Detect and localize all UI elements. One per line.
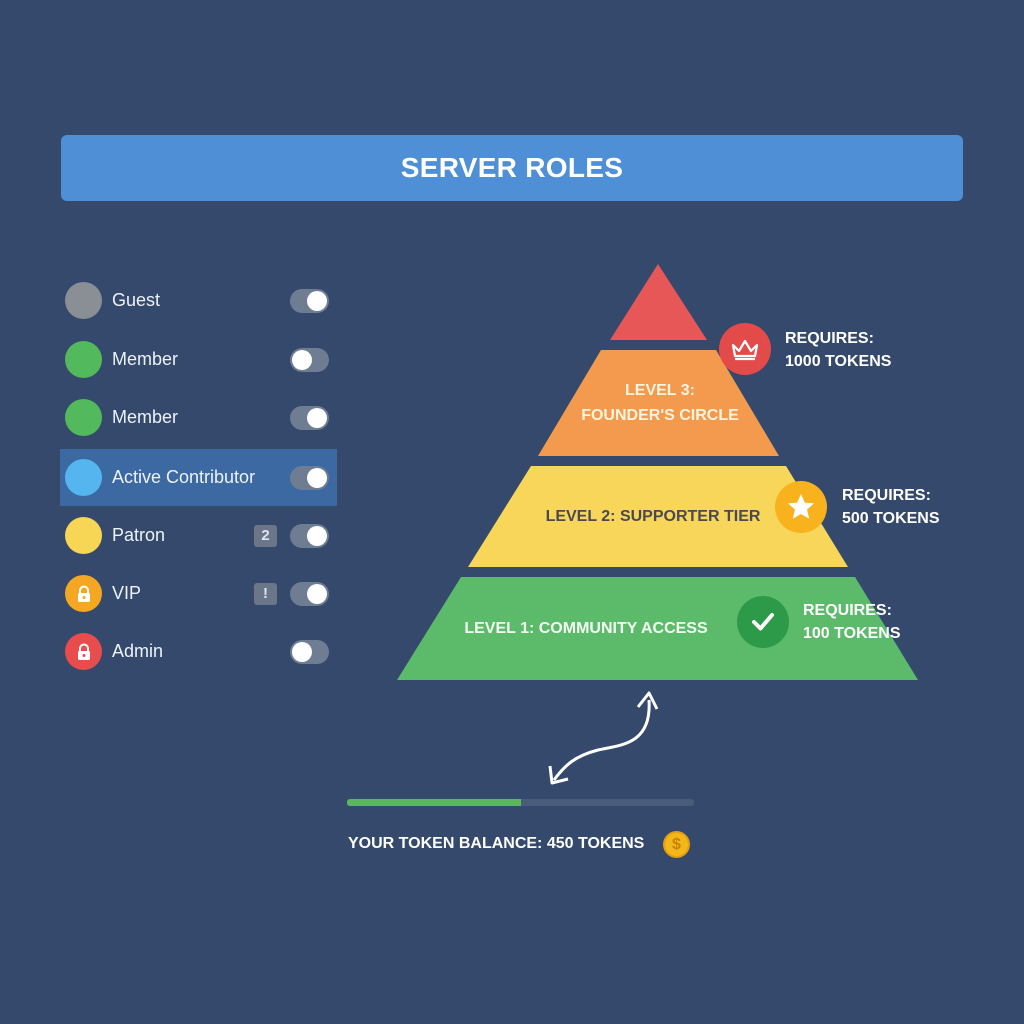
role-row-patron[interactable]: Patron 2 (60, 507, 337, 564)
toggle-knob (292, 350, 312, 370)
tier-3-requirement: REQUIRES: 1000 TOKENS (785, 327, 891, 373)
role-toggle[interactable] (290, 466, 329, 490)
arrowhead-down-icon (548, 765, 569, 785)
role-color-dot (65, 282, 102, 319)
pyramid-tier-3[interactable] (538, 350, 779, 456)
role-color-dot (65, 341, 102, 378)
role-toggle[interactable] (290, 289, 329, 313)
token-progress-fill (347, 799, 521, 806)
role-label: VIP (112, 583, 142, 603)
tier-3-label-line1: LEVEL 3: (625, 382, 695, 399)
token-progress-bar (347, 799, 694, 806)
header-bar: SERVER ROLES (61, 135, 963, 201)
page-title: SERVER ROLES (400, 152, 624, 183)
check-icon (752, 613, 774, 631)
role-row-member[interactable]: Member (60, 331, 337, 388)
toggle-knob (307, 291, 327, 311)
toggle-knob (307, 526, 327, 546)
star-icon (788, 494, 814, 519)
role-label: Active Contributor (112, 467, 256, 487)
requires-label: REQUIRES: (803, 602, 892, 619)
requires-label: REQUIRES: (785, 330, 874, 347)
arrowhead-up-icon (636, 691, 659, 710)
token-amount: 1000 TOKENS (785, 353, 892, 370)
coin-icon: $ (663, 831, 690, 858)
role-row-member-2[interactable]: Member (60, 389, 337, 446)
crown-icon (731, 339, 759, 361)
pyramid-tier-2[interactable] (468, 466, 848, 567)
role-toggle[interactable] (290, 524, 329, 548)
tier-1-requirement: REQUIRES: 100 TOKENS (803, 599, 901, 645)
toggle-knob (307, 468, 327, 488)
token-balance-text: YOUR TOKEN BALANCE: 450 TOKENS (348, 835, 645, 852)
role-toggle[interactable] (290, 406, 329, 430)
role-label: Admin (112, 641, 164, 661)
role-label: Member (112, 349, 179, 369)
role-row-guest[interactable]: Guest (60, 272, 337, 329)
crown-badge (719, 323, 771, 375)
role-row-vip[interactable]: VIP ! (60, 565, 337, 622)
role-row-active-contributor[interactable]: Active Contributor (60, 449, 337, 506)
role-color-dot (65, 633, 102, 670)
tier-1-label: LEVEL 1: COMMUNITY ACCESS (464, 620, 708, 637)
pyramid-tier-1[interactable] (397, 577, 918, 680)
toggle-knob (292, 642, 312, 662)
role-label: Patron (112, 525, 166, 545)
tier-3-label: LEVEL 3: FOUNDER'S CIRCLE (560, 378, 760, 428)
toggle-knob (307, 408, 327, 428)
role-label: Member (112, 407, 179, 427)
role-row-admin[interactable]: Admin (60, 623, 337, 680)
role-warning-badge: ! (254, 583, 277, 605)
lock-icon (77, 585, 90, 602)
role-list: Guest Member Member Active Contributor P… (0, 0, 340, 700)
tier-2-requirement: REQUIRES: 500 TOKENS (842, 484, 940, 530)
role-color-dot (65, 399, 102, 436)
token-amount: 100 TOKENS (803, 625, 901, 642)
role-count-badge: 2 (254, 525, 277, 547)
role-toggle[interactable] (290, 582, 329, 606)
role-toggle[interactable] (290, 348, 329, 372)
role-color-dot (65, 517, 102, 554)
pyramid-apex (610, 264, 707, 340)
star-badge (775, 481, 827, 533)
lock-icon (77, 643, 90, 660)
toggle-knob (307, 584, 327, 604)
tier-2-label: LEVEL 2: SUPPORTER TIER (545, 508, 761, 525)
role-label: Guest (112, 290, 161, 310)
token-amount: 500 TOKENS (842, 510, 940, 527)
requires-label: REQUIRES: (842, 487, 931, 504)
check-badge (737, 596, 789, 648)
tier-3-label-line2: FOUNDER'S CIRCLE (581, 407, 739, 424)
role-toggle[interactable] (290, 640, 329, 664)
role-color-dot (65, 575, 102, 612)
role-color-dot (65, 459, 102, 496)
connector-arrow (552, 699, 651, 781)
